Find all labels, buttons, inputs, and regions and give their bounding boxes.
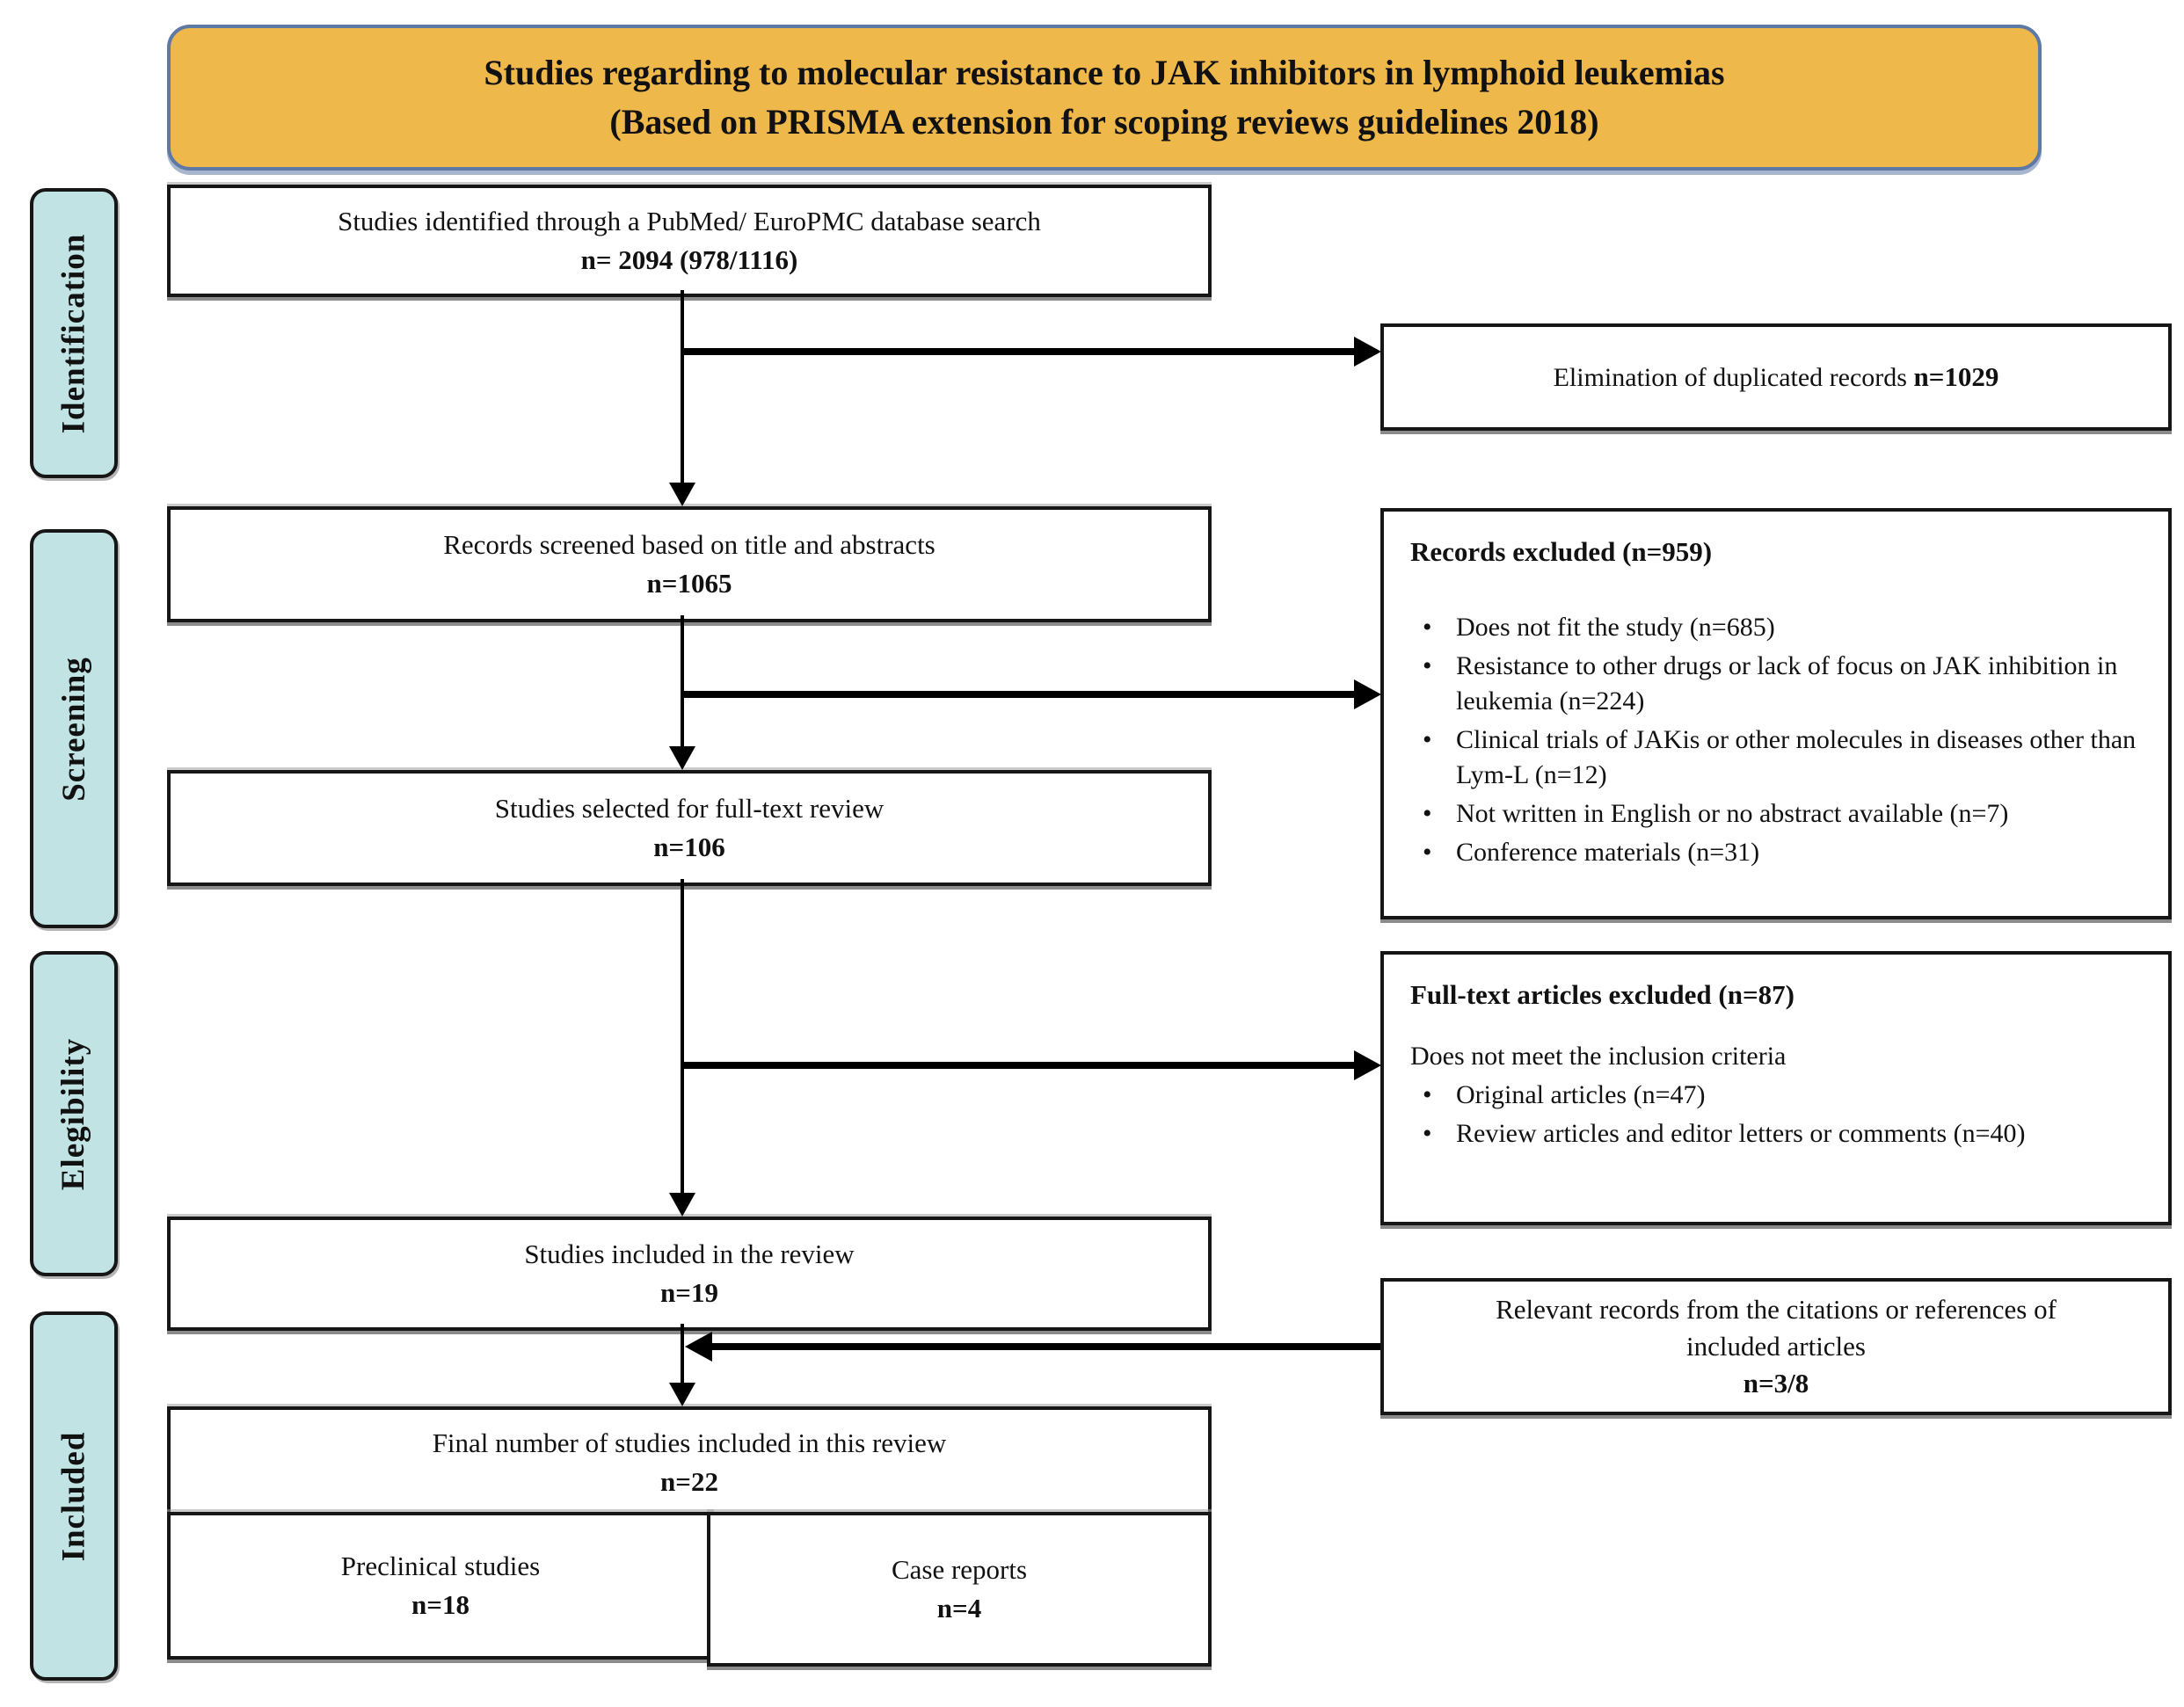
flow-box-text: Records screened based on title and abst… [443, 529, 935, 560]
side-box-fulltext-excluded: Full-text articles excluded (n=87) Does … [1380, 951, 2172, 1225]
bullet-item: Review articles and editor letters or co… [1410, 1116, 2142, 1151]
bullet-item: Original articles (n=47) [1410, 1078, 2142, 1113]
side-box-n: n=1029 [1913, 360, 1999, 392]
flow-box-fulltext-review: Studies selected for full-text review n=… [167, 770, 1212, 886]
flow-box-included-review: Studies included in the review n=19 [167, 1217, 1212, 1331]
stage-label-text: Screening [55, 656, 92, 802]
arrowhead-down-icon [669, 483, 695, 506]
bullet-item: Clinical trials of JAKis or other molecu… [1410, 723, 2142, 793]
title-line1: Studies regarding to molecular resistanc… [484, 53, 1725, 92]
side-box-duplicates: Elimination of duplicated records n=1029 [1380, 323, 2172, 431]
arrow-branch-fulltext-excluded-line [682, 1062, 1354, 1069]
flow-box-n: n=1065 [646, 568, 732, 599]
flow-box-text: Studies identified through a PubMed/ Eur… [338, 206, 1041, 236]
arrow-branch-records-excluded-line [682, 691, 1354, 698]
side-box-label: Elimination of duplicated records [1553, 362, 1914, 392]
bullet-list: Does not fit the study (n=685) Resistance… [1410, 610, 2142, 870]
flow-box-n: n=19 [660, 1277, 718, 1308]
bullet-item: Not written in English or no abstract av… [1410, 796, 2142, 832]
side-box-records-excluded: Records excluded (n=959) Does not fit th… [1380, 508, 2172, 919]
flow-box-text: Studies included in the review [524, 1238, 855, 1269]
arrowhead-down-icon [669, 1193, 695, 1217]
flow-box-n: n=22 [660, 1466, 718, 1497]
side-box-text-line1: Relevant records from the citations or r… [1496, 1294, 2057, 1325]
flow-box-preclinical: Preclinical studies n=18 [167, 1512, 714, 1660]
bullet-item: Does not fit the study (n=685) [1410, 610, 2142, 645]
stage-label-text: Elegibility [55, 1037, 92, 1190]
flow-box-n: n=106 [653, 832, 725, 862]
side-box-subheading: Does not meet the inclusion criteria [1410, 1042, 1787, 1071]
stage-label-included: Included [30, 1311, 118, 1681]
bullet-item: Resistance to other drugs or lack of foc… [1410, 649, 2142, 719]
flow-box-text: Case reports [891, 1554, 1028, 1585]
arrow-branch-duplicates-line [682, 348, 1354, 355]
arrow-citations-line [710, 1343, 1380, 1350]
stage-label-text: Included [55, 1431, 92, 1561]
arrowhead-right-icon [1354, 1050, 1381, 1080]
stage-label-elegibility: Elegibility [30, 951, 118, 1276]
bullet-item: Conference materials (n=31) [1410, 835, 2142, 870]
bullet-list: Original articles (n=47)Review articles … [1410, 1078, 2142, 1151]
side-box-heading: Full-text articles excluded (n=87) [1410, 979, 1795, 1010]
flow-box-case-reports: Case reports n=4 [707, 1512, 1212, 1667]
stage-label-identification: Identification [30, 188, 118, 478]
stage-label-screening: Screening [30, 529, 118, 928]
side-box-citations: Relevant records from the citations or r… [1380, 1278, 2172, 1415]
stage-label-text: Identification [55, 233, 92, 433]
side-box-text: Elimination of duplicated records n=1029 [1554, 360, 1999, 396]
flow-box-final: Final number of studies included in this… [167, 1406, 1212, 1519]
side-box-heading: Records excluded (n=959) [1410, 536, 1713, 567]
arrowhead-right-icon [1354, 337, 1381, 367]
arrowhead-left-icon [685, 1332, 712, 1362]
title-line2: (Based on PRISMA extension for scoping r… [609, 102, 1599, 142]
flow-box-screened: Records screened based on title and abst… [167, 506, 1212, 622]
arrowhead-right-icon [1354, 679, 1381, 709]
spacer [1410, 570, 2142, 607]
flow-box-text: Final number of studies included in this… [432, 1427, 947, 1458]
flow-box-text: Studies selected for full-text review [494, 793, 885, 824]
arrow-screened-to-fulltext-line [681, 615, 684, 749]
flow-box-n: n=4 [936, 1593, 982, 1623]
arrow-identified-to-screened-line [681, 290, 684, 487]
flow-box-n: n= 2094 (978/1116) [580, 244, 798, 275]
arrowhead-down-icon [669, 746, 695, 770]
side-box-n: n=3/8 [1743, 1368, 1809, 1398]
arrow-included-to-final-line [681, 1324, 684, 1385]
side-box-text-line2: included articles [1686, 1331, 1866, 1362]
flow-box-identified: Studies identified through a PubMed/ Eur… [167, 185, 1212, 297]
arrow-fulltext-to-included-line [681, 879, 684, 1195]
flow-box-n: n=18 [411, 1589, 470, 1620]
flow-box-text: Preclinical studies [340, 1551, 541, 1581]
arrowhead-down-icon [669, 1383, 695, 1406]
spacer [1410, 1013, 2142, 1039]
title-banner: Studies regarding to molecular resistanc… [167, 25, 2042, 171]
